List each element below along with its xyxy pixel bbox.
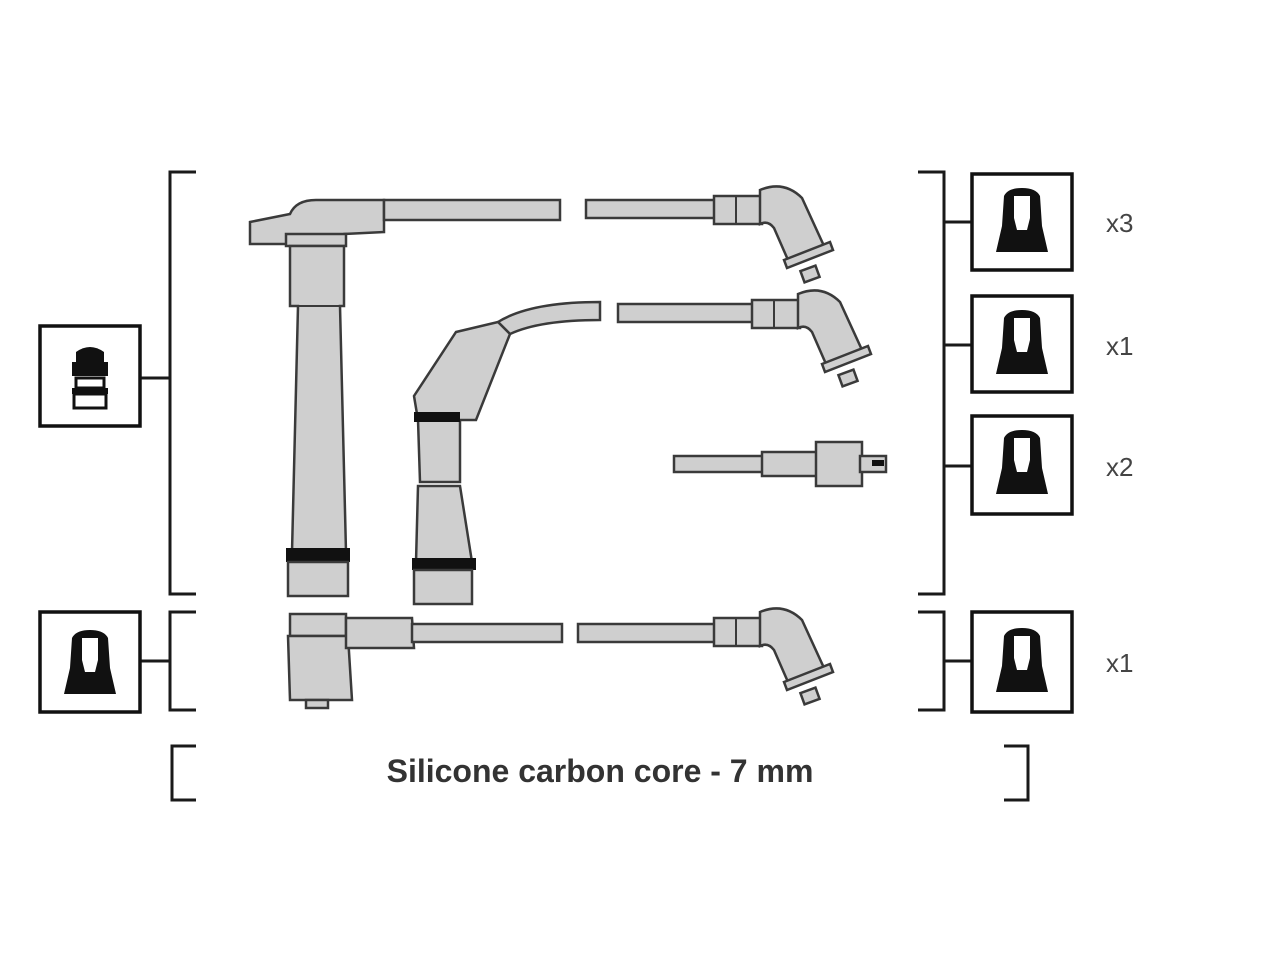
left-bracket-main [140,170,196,596]
spark-plug-boot-icon [970,294,1074,394]
caption-text: Silicone carbon core - 7 mm [387,753,814,789]
right-bracket-secondary [918,610,972,712]
right-bracket-main [918,170,972,596]
quantity-label-3: x2 [1106,452,1133,482]
caption-bracket-left [170,744,196,802]
distributor-boot-icon [38,610,142,714]
ignition-lead-3 [672,440,888,488]
quantity-label-4: x1 [1106,648,1133,678]
caption-bracket-right [1004,744,1030,802]
coil-connector-icon [38,324,142,428]
ignition-lead-2 [412,289,873,606]
left-bracket-secondary [140,610,196,712]
quantity-label-1: x3 [1106,208,1133,238]
ignition-lead-4 [286,607,835,710]
spark-plug-boot-icon [970,414,1074,516]
quantity-label-2: x1 [1106,331,1133,361]
ignition-lead-1 [248,185,835,598]
spark-plug-boot-icon [970,172,1074,272]
spark-plug-boot-icon [970,610,1074,714]
